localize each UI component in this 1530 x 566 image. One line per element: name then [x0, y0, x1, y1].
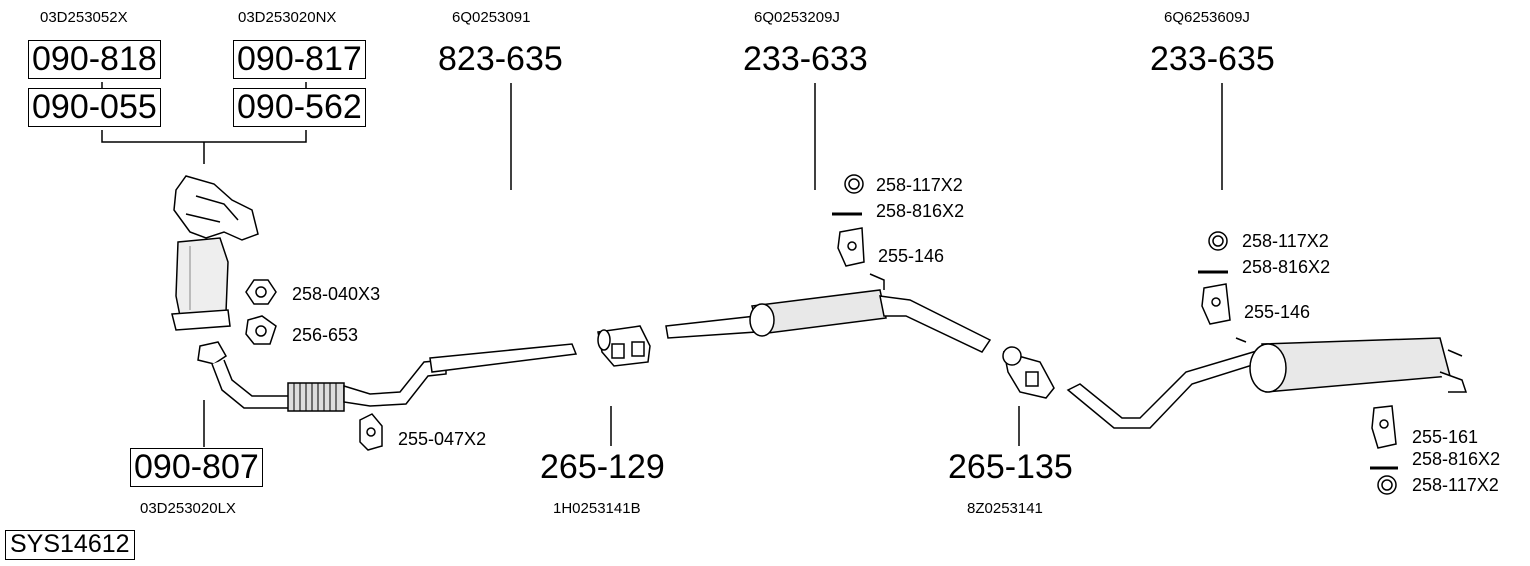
fitting-label[interactable]: 258-117X2: [1242, 231, 1329, 251]
oem-label: 03D253052X: [40, 9, 128, 26]
system-code: SYS14612: [5, 530, 135, 560]
centre-box-part: [665, 273, 992, 353]
catalytic-converter-part: [171, 175, 259, 331]
fitting-label[interactable]: 258-816X2: [1412, 449, 1501, 469]
oem-label: 6Q6253609J: [1164, 9, 1250, 26]
part-number[interactable]: 265-135: [948, 448, 1073, 486]
front-pipe-part: [429, 343, 578, 373]
part-number-box[interactable]: 090-562: [233, 88, 366, 127]
downpipe-part: [197, 341, 447, 412]
part-number-box[interactable]: 090-818: [28, 40, 161, 79]
fitting-label[interactable]: 255-161: [1412, 427, 1479, 447]
oem-label: 6Q0253091: [452, 9, 531, 26]
part-number[interactable]: 233-633: [743, 40, 868, 78]
oem-label: 03D253020LX: [140, 500, 236, 517]
part-number[interactable]: 265-129: [540, 448, 665, 486]
fitting-label[interactable]: 255-146: [878, 246, 945, 266]
part-number-box[interactable]: 090-817: [233, 40, 366, 79]
oem-label: 6Q0253209J: [754, 9, 840, 26]
part-number[interactable]: 233-635: [1150, 40, 1275, 78]
part-number-box[interactable]: 090-055: [28, 88, 161, 127]
clamp-265-129-part: [597, 325, 651, 367]
fitting-label[interactable]: 256-653: [292, 325, 359, 345]
oem-label: 03D253020NX: [238, 9, 337, 26]
fitting-label[interactable]: 258-117X2: [876, 175, 963, 195]
oem-label: 1H0253141B: [553, 500, 641, 517]
fitting-label[interactable]: 255-146: [1244, 302, 1311, 322]
fitting-label[interactable]: 258-040X3: [292, 284, 381, 304]
part-number-box[interactable]: 090-807: [130, 448, 263, 487]
part-number[interactable]: 823-635: [438, 40, 563, 78]
fitting-label[interactable]: 255-047X2: [398, 429, 487, 449]
fitting-label[interactable]: 258-816X2: [1242, 257, 1331, 277]
clamp-265-135-part: [1002, 346, 1055, 399]
oem-label: 8Z0253141: [967, 500, 1043, 517]
fitting-label[interactable]: 258-117X2: [1412, 475, 1499, 495]
fitting-label[interactable]: 258-816X2: [876, 201, 965, 221]
group-bracket: [101, 130, 307, 143]
rear-box-part: [1066, 337, 1468, 429]
